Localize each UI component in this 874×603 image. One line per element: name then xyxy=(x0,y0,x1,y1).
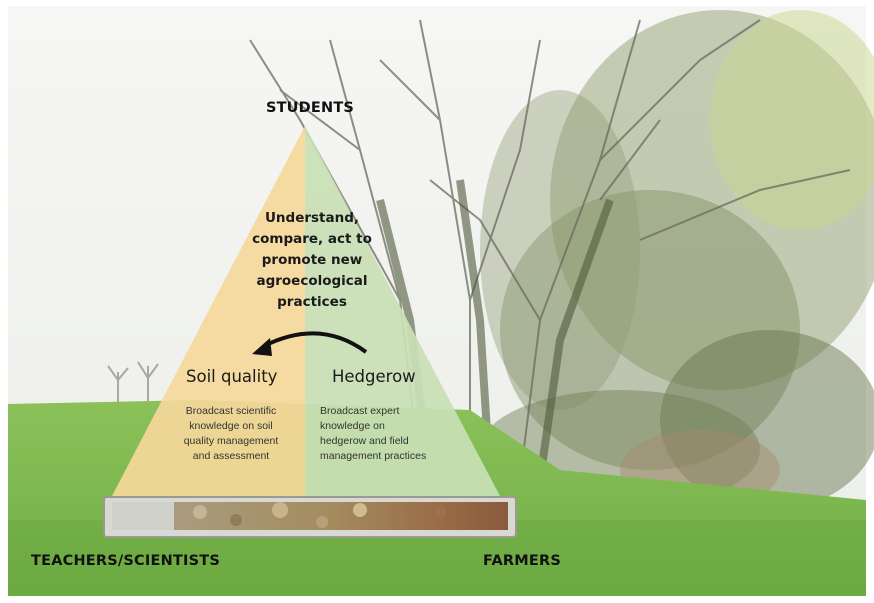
corner-label-teachers-scientists: TEACHERS/SCIENTISTS xyxy=(31,553,220,569)
central-goal-line: compare, act to xyxy=(252,231,372,247)
description-line: quality management xyxy=(183,435,279,447)
description-line: management practices xyxy=(320,450,427,462)
soil-quality-description: Broadcast scientific knowledge on soil q… xyxy=(166,404,296,464)
description-line: knowledge on xyxy=(320,420,385,432)
description-line: knowledge on soil xyxy=(189,420,273,432)
central-goal-line: agroecological xyxy=(256,273,368,289)
central-goal-text: Understand, compare, act to promote new … xyxy=(232,208,392,313)
description-line: and assessment xyxy=(192,450,270,462)
soil-core-sample xyxy=(103,496,517,538)
soil-quality-panel xyxy=(112,126,305,496)
central-goal-line: promote new xyxy=(261,252,363,268)
description-line: Broadcast expert xyxy=(320,405,400,417)
apex-label-students: STUDENTS xyxy=(265,100,355,116)
central-goal-line: Understand, xyxy=(264,210,360,226)
hedgerow-panel xyxy=(305,126,500,496)
central-goal-line: practices xyxy=(277,294,347,310)
description-line: Broadcast scientific xyxy=(185,405,277,417)
soil-quality-title: Soil quality xyxy=(186,367,278,386)
corner-label-farmers: FARMERS xyxy=(483,553,561,569)
hedgerow-description: Broadcast expert knowledge on hedgerow a… xyxy=(320,404,470,464)
description-line: hedgerow and field xyxy=(320,435,409,447)
distant-trees xyxy=(107,361,159,405)
hedgerow-title: Hedgerow xyxy=(332,367,416,386)
exchange-arrow xyxy=(252,331,368,356)
